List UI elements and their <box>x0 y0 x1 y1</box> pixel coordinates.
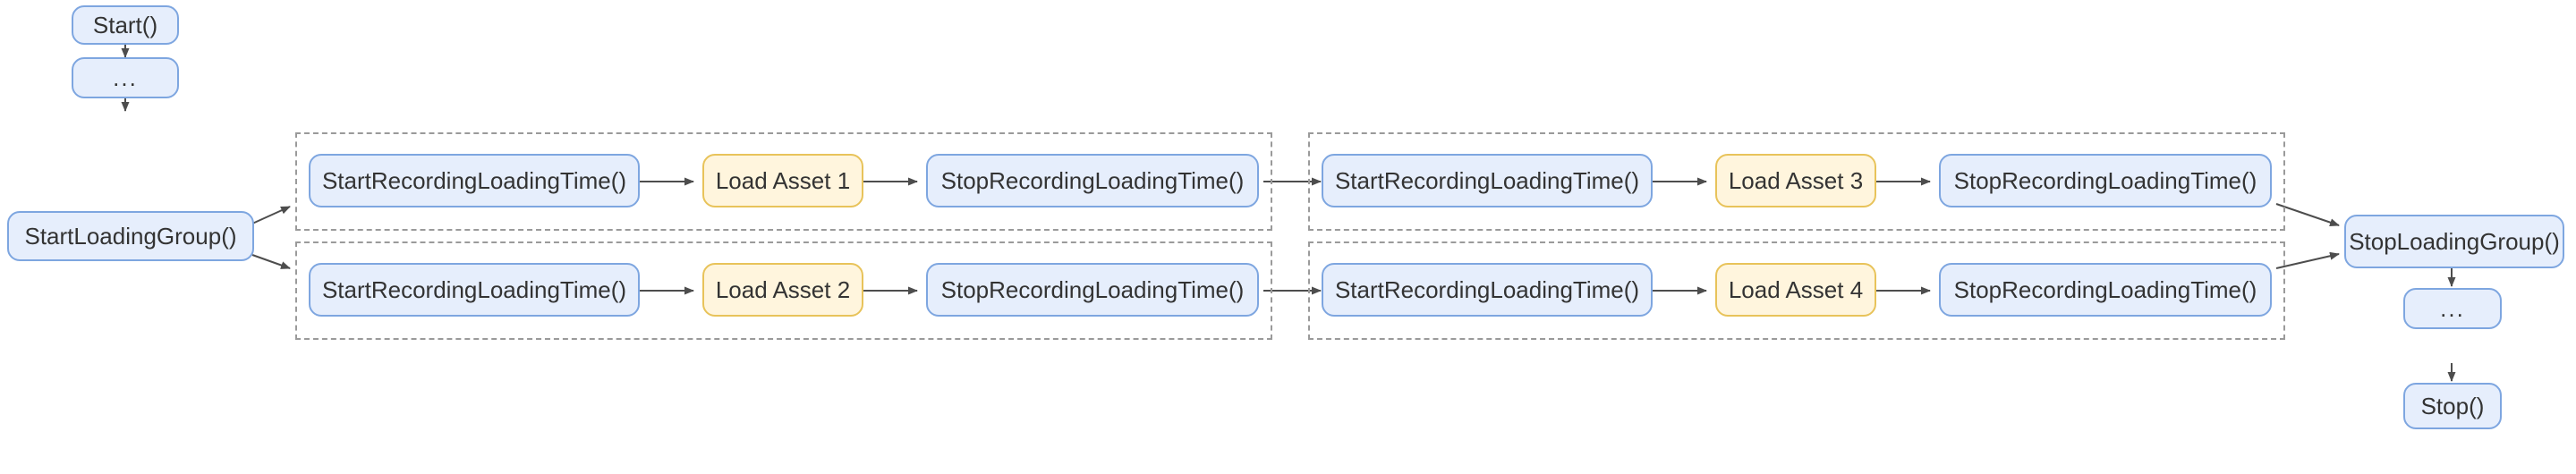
edge-row4-to-stoploadinggroup <box>2275 251 2340 269</box>
node-row2-start-recording-loading-time[interactable]: StartRecordingLoadingTime() <box>309 263 640 317</box>
node-pre-ellipsis[interactable]: ... <box>72 57 179 98</box>
node-row4-start-recording-loading-time[interactable]: StartRecordingLoadingTime() <box>1322 263 1653 317</box>
node-row4-stop-recording-loading-time[interactable]: StopRecordingLoadingTime() <box>1939 263 2272 317</box>
node-row3-stop-recording-loading-time[interactable]: StopRecordingLoadingTime() <box>1939 154 2272 207</box>
node-stop-loading-group[interactable]: StopLoadingGroup() <box>2344 215 2564 268</box>
node-row2-stop-recording-loading-time[interactable]: StopRecordingLoadingTime() <box>926 263 1259 317</box>
node-stop[interactable]: Stop() <box>2403 383 2502 429</box>
edge-row3-to-stoploadinggroup <box>2275 203 2340 227</box>
node-start-loading-group[interactable]: StartLoadingGroup() <box>7 211 254 261</box>
node-row1-load-asset[interactable]: Load Asset 1 <box>702 154 863 207</box>
node-row2-load-asset[interactable]: Load Asset 2 <box>702 263 863 317</box>
edge-slg-to-row2 <box>251 254 291 269</box>
node-row3-start-recording-loading-time[interactable]: StartRecordingLoadingTime() <box>1322 154 1653 207</box>
node-post-ellipsis[interactable]: ... <box>2403 288 2502 329</box>
node-row1-stop-recording-loading-time[interactable]: StopRecordingLoadingTime() <box>926 154 1259 207</box>
node-row1-start-recording-loading-time[interactable]: StartRecordingLoadingTime() <box>309 154 640 207</box>
node-row4-load-asset[interactable]: Load Asset 4 <box>1715 263 1876 317</box>
node-start[interactable]: Start() <box>72 5 179 45</box>
node-row3-load-asset[interactable]: Load Asset 3 <box>1715 154 1876 207</box>
edge-slg-to-row1 <box>251 206 291 224</box>
